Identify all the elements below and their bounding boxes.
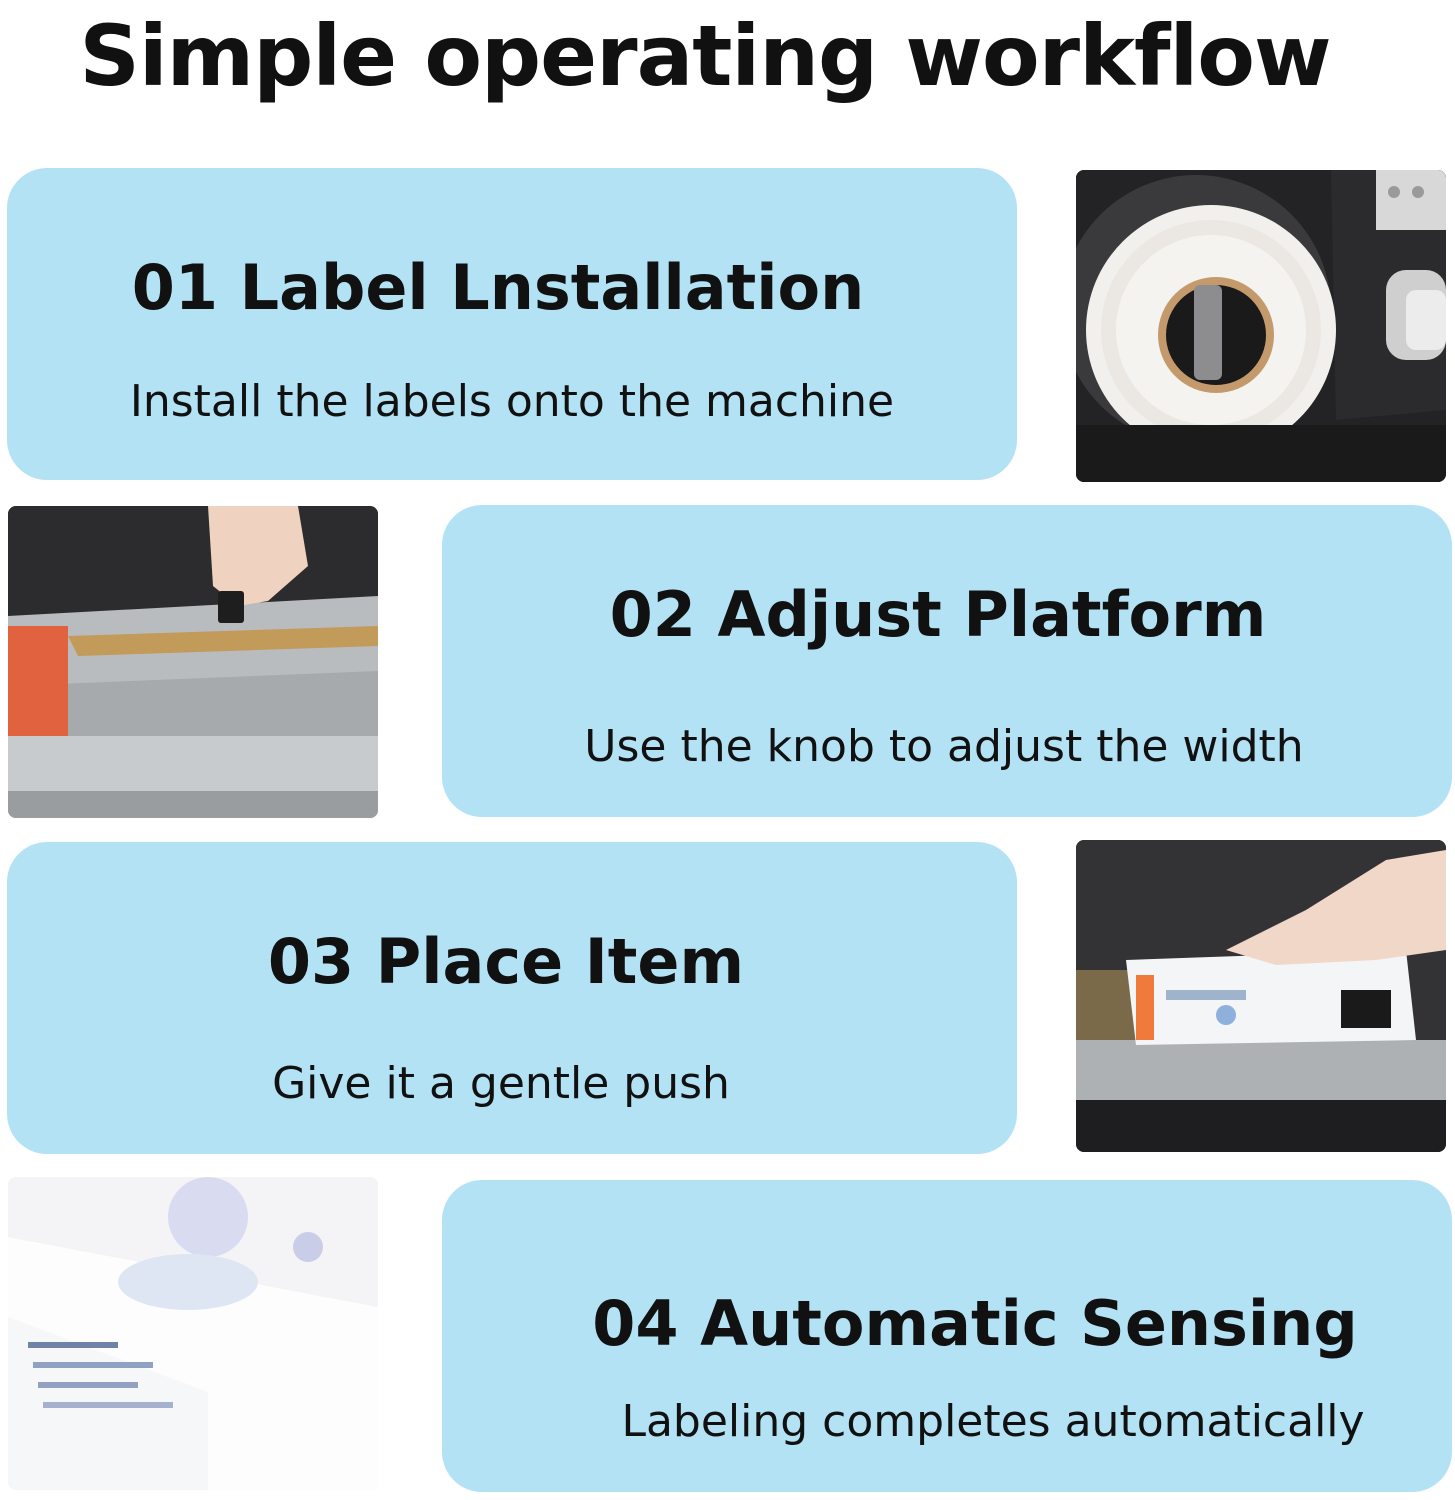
hand-pushing-box-photo <box>1076 840 1446 1152</box>
step-4-card: 04 Automatic Sensing Labeling completes … <box>442 1180 1452 1492</box>
step-3-card: 03 Place Item Give it a gentle push <box>7 842 1017 1154</box>
page-title: Simple operating workflow <box>79 7 1331 105</box>
step-4-heading: 04 Automatic Sensing <box>592 1287 1358 1360</box>
step-3-heading: 03 Place Item <box>267 925 745 998</box>
hand-adjusting-platform-knob-photo <box>8 506 378 818</box>
labeled-box-closeup-photo <box>8 1177 378 1490</box>
step-1-description: Install the labels onto the machine <box>129 376 895 427</box>
step-2-heading: 02 Adjust Platform <box>609 578 1267 651</box>
step-4-description: Labeling completes automatically <box>621 1396 1365 1447</box>
step-2-description: Use the knob to adjust the width <box>584 721 1304 772</box>
step-1-card: 01 Label Lnstallation Install the labels… <box>7 168 1017 480</box>
step-3-description: Give it a gentle push <box>272 1058 730 1109</box>
step-1-heading: 01 Label Lnstallation <box>131 251 865 324</box>
label-roll-on-spindle-photo <box>1076 170 1446 482</box>
step-2-card: 02 Adjust Platform Use the knob to adjus… <box>442 505 1452 817</box>
